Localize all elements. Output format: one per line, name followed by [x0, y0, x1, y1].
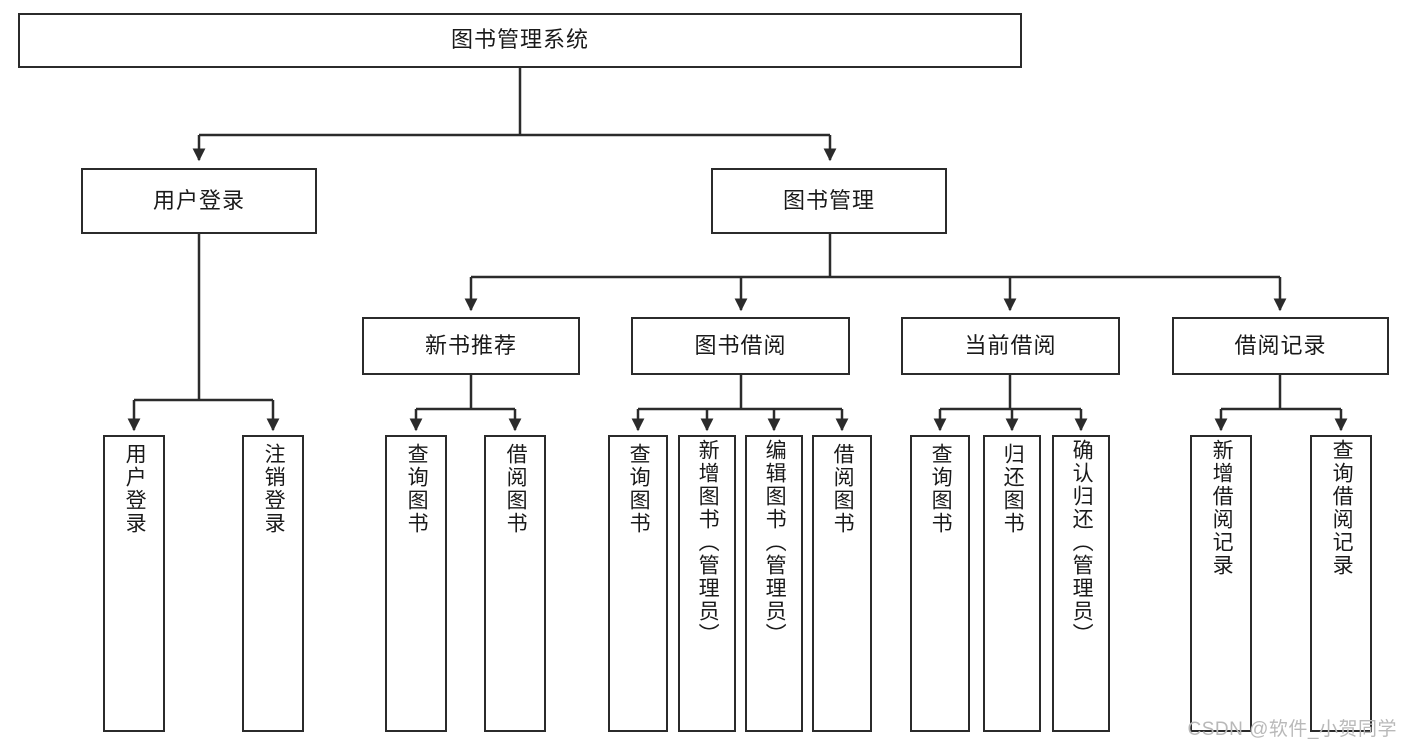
- node-new-book-recommend[interactable]: 新书推荐: [362, 317, 580, 375]
- node-current-borrow-label: 当前借阅: [964, 332, 1057, 358]
- leaf-query-book-recommend[interactable]: 查询图书: [385, 435, 447, 732]
- node-book-borrow-label: 图书借阅: [694, 332, 787, 358]
- node-book-management[interactable]: 图书管理: [711, 168, 947, 234]
- leaf-user-login-label: 用户登录: [123, 443, 147, 535]
- leaf-confirm-return-admin[interactable]: 确认归还（管理员）: [1052, 435, 1110, 732]
- node-current-borrow[interactable]: 当前借阅: [901, 317, 1120, 375]
- leaf-add-borrow-record-label: 新增借阅记录: [1210, 439, 1234, 577]
- leaf-logout-label: 注销登录: [262, 443, 286, 535]
- node-root-label: 图书管理系统: [450, 27, 589, 53]
- leaf-edit-book-admin[interactable]: 编辑图书（管理员）: [745, 435, 803, 732]
- node-borrow-record-label: 借阅记录: [1234, 332, 1327, 358]
- leaf-query-borrow-record-label: 查询借阅记录: [1330, 439, 1354, 577]
- node-user-login[interactable]: 用户登录: [81, 168, 317, 234]
- node-book-borrow[interactable]: 图书借阅: [631, 317, 850, 375]
- leaf-borrow-book-recommend[interactable]: 借阅图书: [484, 435, 546, 732]
- node-borrow-record[interactable]: 借阅记录: [1172, 317, 1389, 375]
- node-book-management-label: 图书管理: [782, 187, 875, 213]
- leaf-edit-book-admin-label: 编辑图书（管理员）: [763, 439, 787, 646]
- leaf-user-login[interactable]: 用户登录: [103, 435, 165, 732]
- leaf-confirm-return-admin-label: 确认归还（管理员）: [1070, 439, 1094, 646]
- leaf-add-book-admin-label: 新增图书（管理员）: [696, 439, 720, 646]
- leaf-add-book-admin[interactable]: 新增图书（管理员）: [678, 435, 736, 732]
- leaf-return-book-label: 归还图书: [1001, 443, 1025, 535]
- node-new-book-recommend-label: 新书推荐: [424, 332, 517, 358]
- leaf-add-borrow-record[interactable]: 新增借阅记录: [1190, 435, 1252, 732]
- leaf-borrow-book-label: 借阅图书: [831, 443, 855, 535]
- leaf-query-book-current[interactable]: 查询图书: [910, 435, 970, 732]
- node-root[interactable]: 图书管理系统: [18, 13, 1022, 68]
- leaf-query-book-current-label: 查询图书: [929, 443, 953, 535]
- leaf-query-book-label: 查询图书: [627, 443, 651, 535]
- leaf-borrow-book[interactable]: 借阅图书: [812, 435, 872, 732]
- leaf-borrow-book-recommend-label: 借阅图书: [504, 443, 528, 535]
- leaf-query-book-recommend-label: 查询图书: [405, 443, 429, 535]
- node-user-login-label: 用户登录: [152, 187, 245, 213]
- leaf-query-book[interactable]: 查询图书: [608, 435, 668, 732]
- leaf-return-book[interactable]: 归还图书: [983, 435, 1041, 732]
- leaf-logout[interactable]: 注销登录: [242, 435, 304, 732]
- leaf-query-borrow-record[interactable]: 查询借阅记录: [1310, 435, 1372, 732]
